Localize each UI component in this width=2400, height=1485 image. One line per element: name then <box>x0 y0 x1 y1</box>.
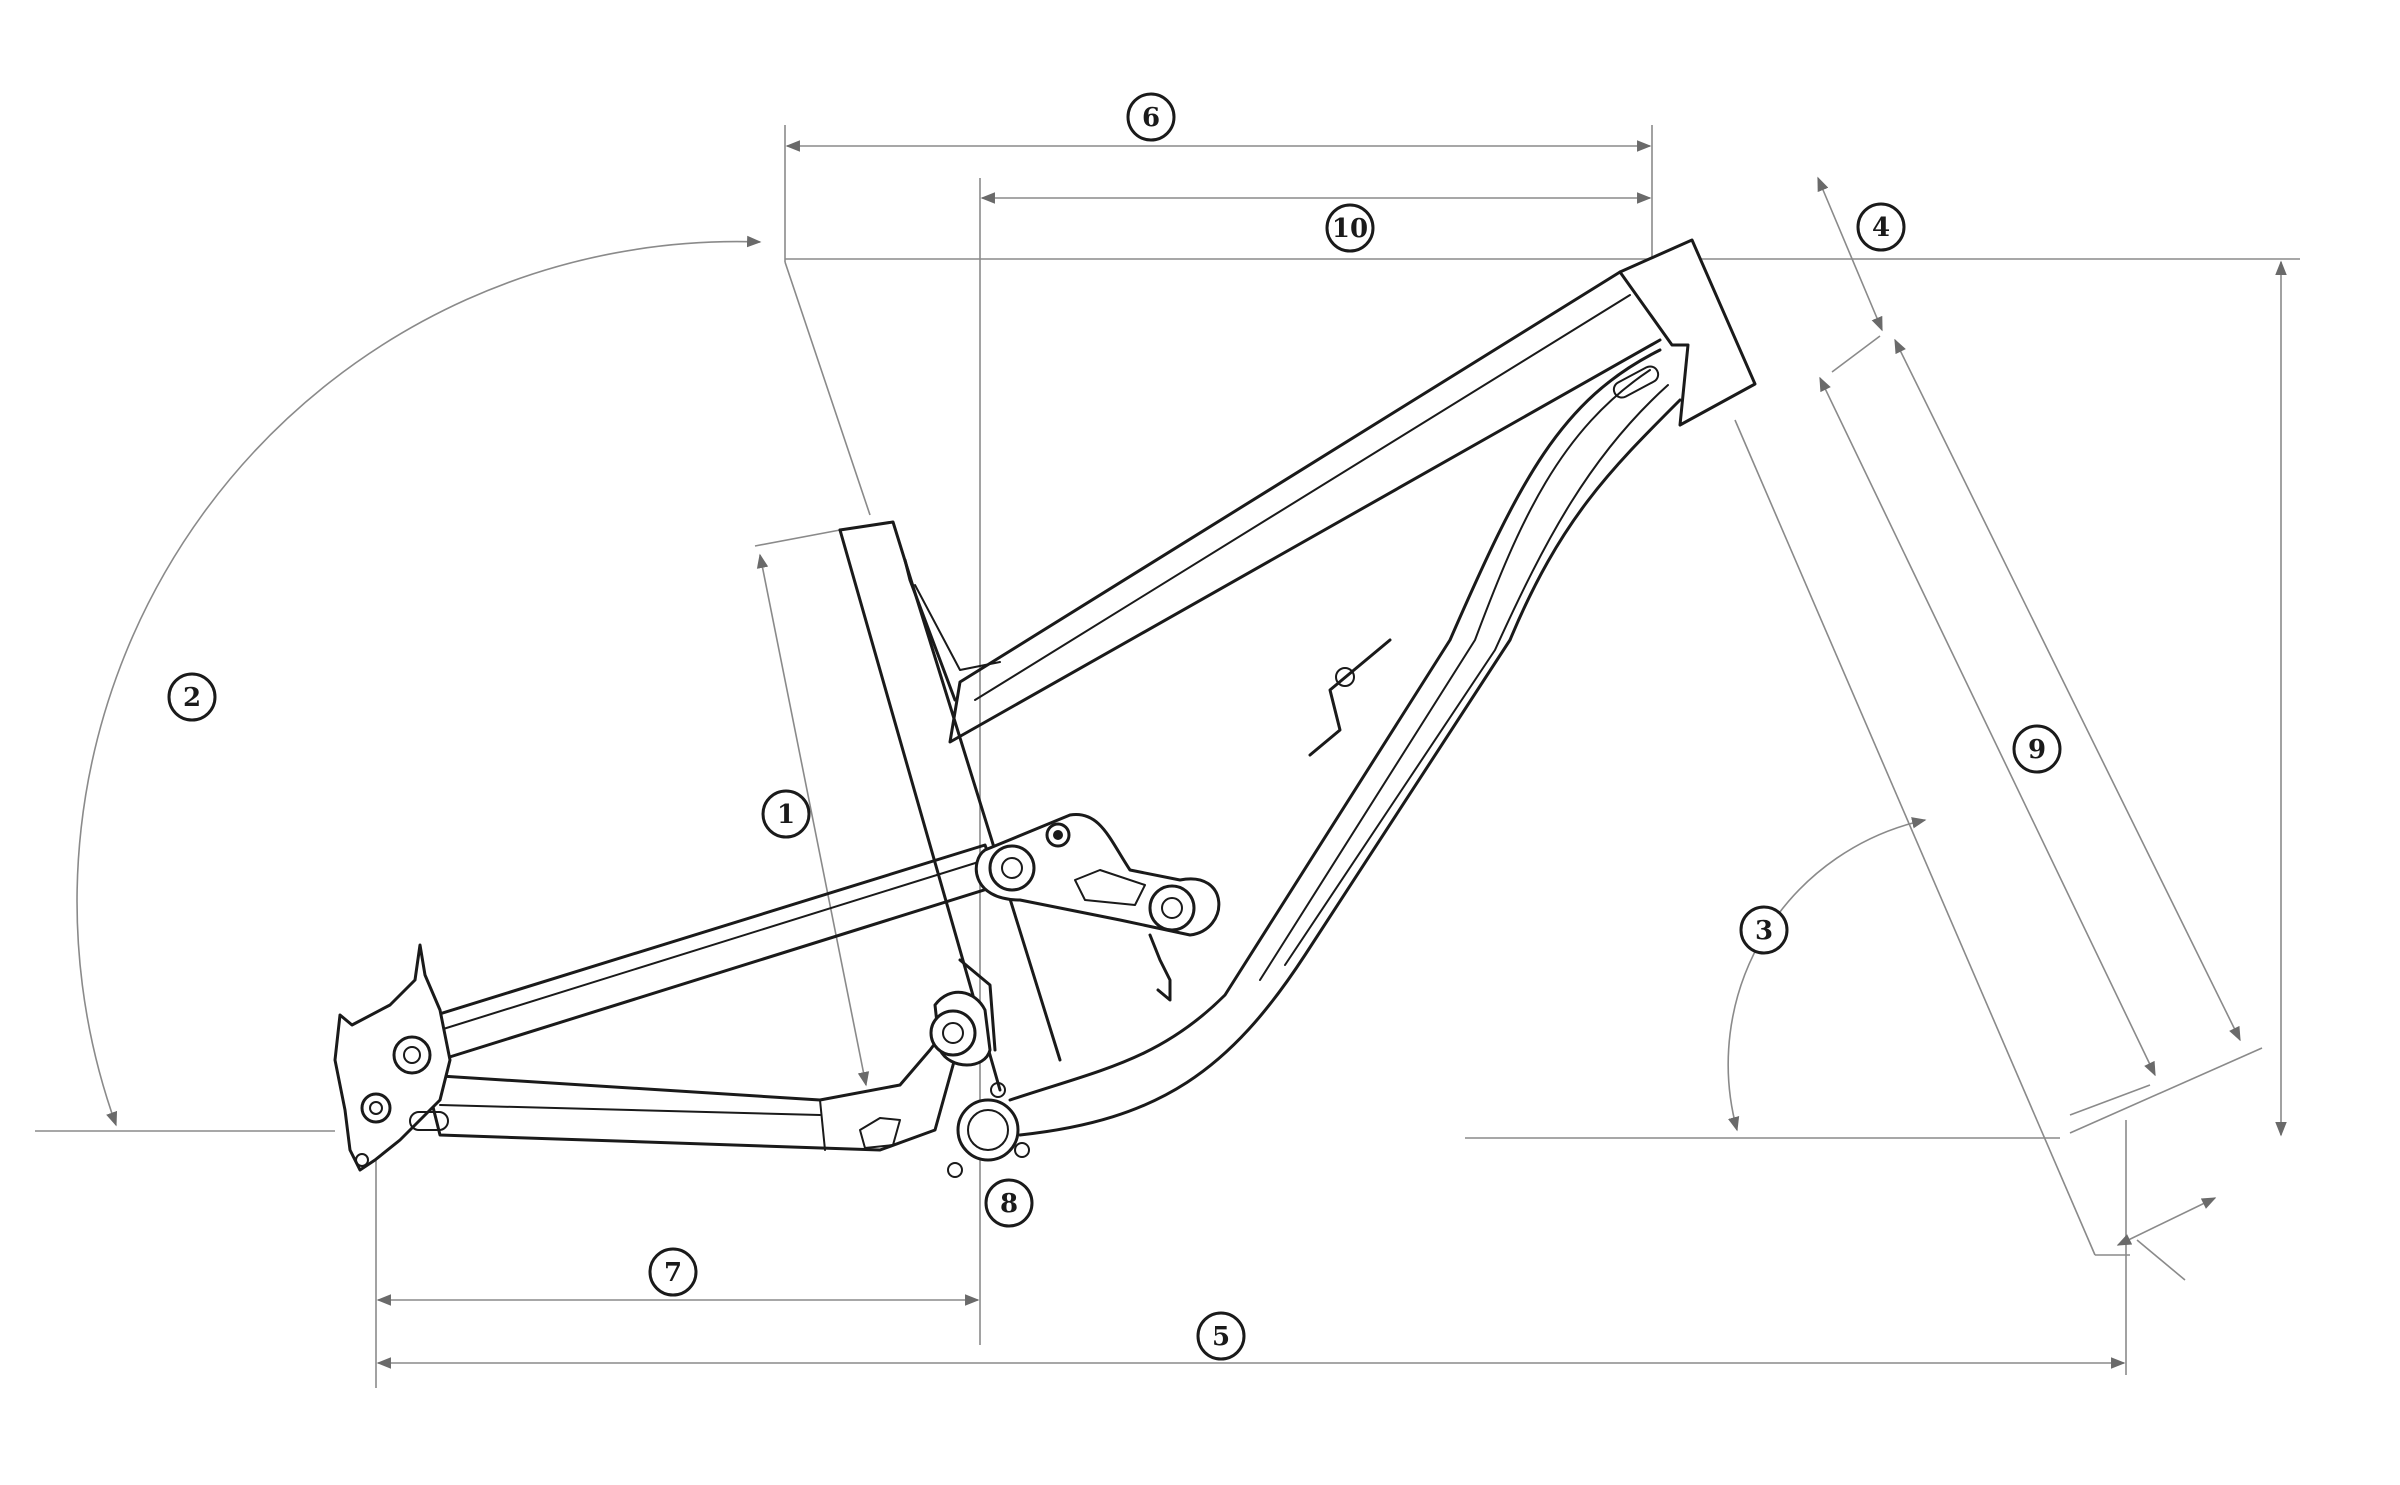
svg-text:4: 4 <box>1872 213 1890 243</box>
bike-frame <box>333 238 1757 1178</box>
derailleur-hanger <box>355 1153 369 1167</box>
dimension-9-top-tick <box>1831 335 1881 373</box>
shock-mount <box>1308 638 1392 757</box>
svg-text:9: 9 <box>2028 735 2046 765</box>
lower-link-pivot <box>929 1009 977 1057</box>
bottom-bracket <box>956 1098 1020 1162</box>
rear-dropout <box>333 943 452 1172</box>
chain-stay-inner <box>439 1104 821 1116</box>
down-tube-upper <box>1008 348 1662 1102</box>
top-tube <box>948 270 1662 744</box>
dimension-offset <box>2116 1197 2217 1246</box>
rocker-pivot-rear-bolt <box>1161 897 1183 919</box>
head-tube <box>1618 238 1757 427</box>
dropout-pivot-bolt <box>403 1046 421 1064</box>
chainguide-tab-3 <box>990 1082 1006 1098</box>
rear-axle-center <box>369 1101 383 1115</box>
callout-1: 1 <box>761 789 811 839</box>
callout-5: 5 <box>1196 1311 1246 1361</box>
rocker-pivot-front-bolt <box>1001 857 1023 879</box>
chain-stay-joint <box>819 1099 826 1151</box>
lower-link-pivot-bolt <box>942 1022 964 1044</box>
shock-eye-center <box>1053 830 1063 840</box>
svg-text:1: 1 <box>777 800 795 830</box>
dimension-9-tick-a <box>2069 1084 2151 1116</box>
seat-stay-inner <box>439 859 986 1031</box>
seat-axis-line <box>784 261 871 516</box>
svg-text:5: 5 <box>1212 1322 1230 1352</box>
dimension-2-arc <box>76 235 762 1127</box>
svg-text:7: 7 <box>664 1258 682 1288</box>
callout-7: 7 <box>648 1247 698 1297</box>
offset-tick <box>2136 1239 2186 1281</box>
lower-link-guard <box>958 958 997 1052</box>
callouts: 1 2 3 4 5 6 7 8 <box>167 92 2062 1361</box>
dimension-9 <box>1894 338 2241 1042</box>
dimension-9-inner <box>1819 376 2156 1077</box>
bottom-bracket-shell <box>967 1109 1009 1151</box>
rocker-link-cutout <box>1074 869 1146 906</box>
seat-tube-front <box>838 520 1062 1062</box>
svg-text:2: 2 <box>183 683 201 713</box>
dimension-1-tick <box>754 529 841 547</box>
callout-6: 6 <box>1126 92 1176 142</box>
dimension-1 <box>756 553 870 1087</box>
dimension-4 <box>1817 176 1883 332</box>
dimension-3-arc <box>1727 817 1927 1132</box>
svg-text:10: 10 <box>1332 214 1368 244</box>
dimension-9-tick-b <box>2069 1047 2263 1134</box>
callout-3: 3 <box>1739 905 1789 955</box>
chainguide-tab-2 <box>1014 1142 1030 1158</box>
callout-2: 2 <box>167 672 217 722</box>
rocker-pivot-rear <box>1148 884 1196 932</box>
callout-9: 9 <box>2012 724 2062 774</box>
dropout-pivot <box>392 1035 432 1075</box>
seat-stay <box>418 843 1002 1062</box>
svg-text:6: 6 <box>1142 103 1160 133</box>
cable-port <box>1612 365 1660 399</box>
top-tube-gusset-inner <box>914 584 1001 671</box>
chain-stay-yoke <box>859 1117 901 1149</box>
chain-stay <box>423 1028 962 1152</box>
callout-4: 4 <box>1856 202 1906 252</box>
callout-10: 10 <box>1325 203 1375 253</box>
down-tube-inner-a <box>1259 369 1651 981</box>
dropout-slot <box>409 1111 449 1131</box>
shock-body <box>1148 933 1172 1002</box>
down-tube-inner-b <box>1284 384 1669 966</box>
down-tube-lower <box>1018 398 1682 1137</box>
dimension-lines <box>35 125 2300 1388</box>
top-tube-inner-line <box>974 294 1631 701</box>
svg-text:8: 8 <box>1000 1189 1018 1219</box>
rocker-pivot-front <box>988 844 1036 892</box>
shock-mount-bolt <box>1335 667 1355 687</box>
callout-8: 8 <box>984 1178 1034 1228</box>
svg-text:3: 3 <box>1755 916 1773 946</box>
rear-axle <box>360 1092 392 1124</box>
chainguide-tab-1 <box>947 1162 963 1178</box>
